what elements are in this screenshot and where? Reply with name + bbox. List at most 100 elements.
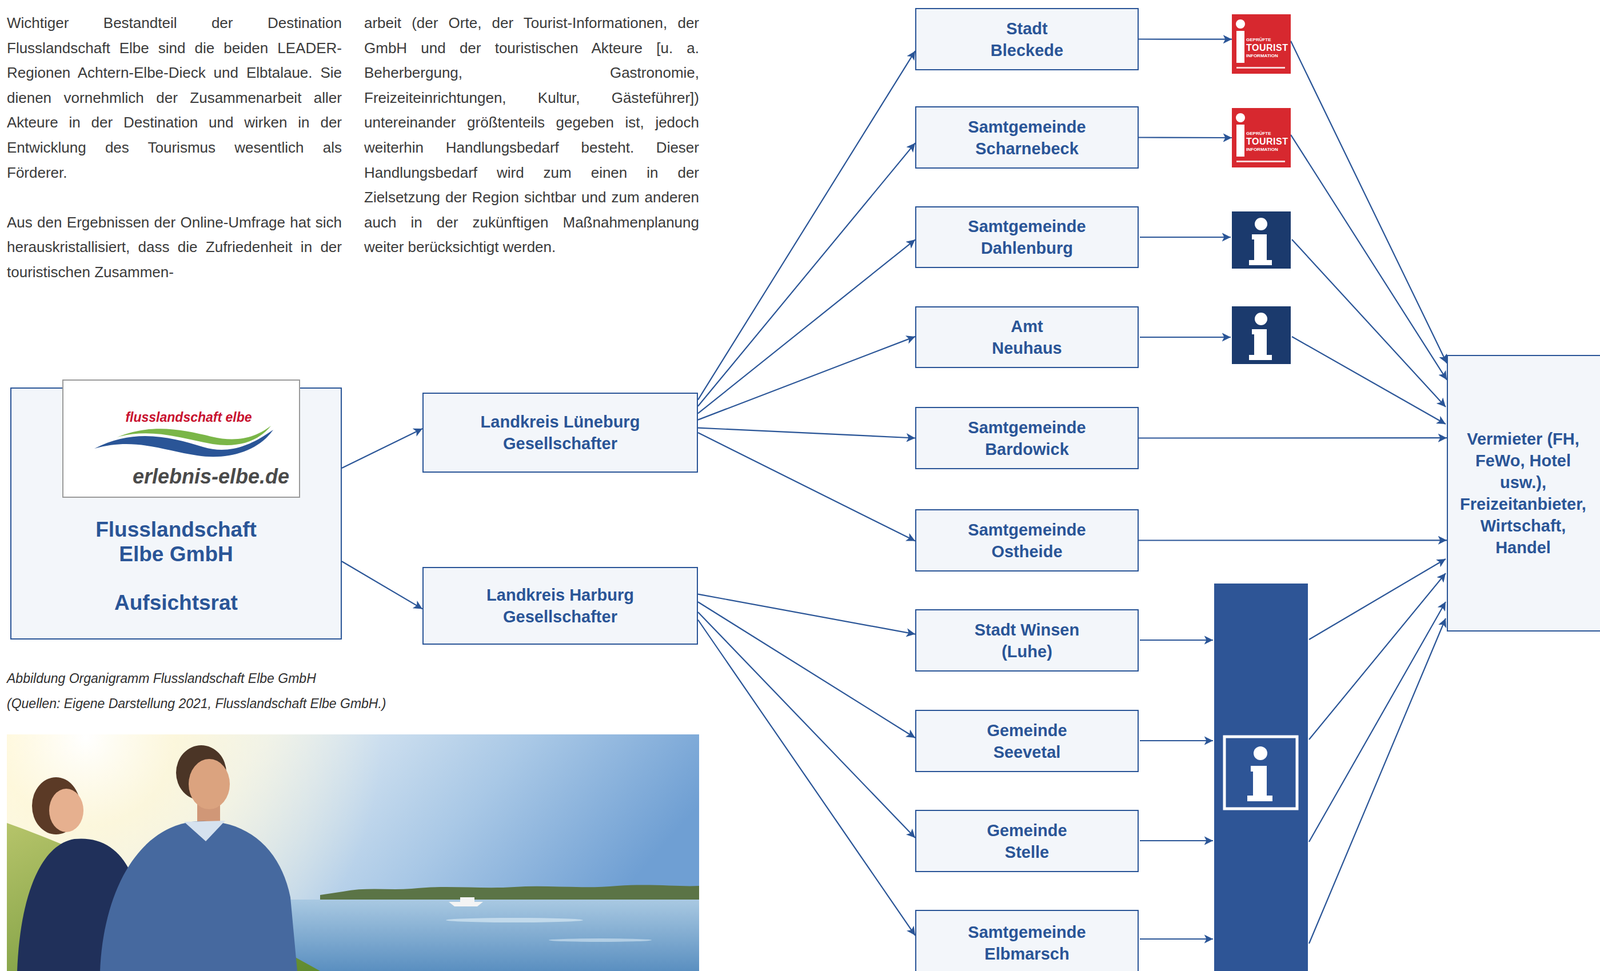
tourist-info-symbol (1235, 113, 1246, 123)
org-connector (697, 432, 916, 542)
info-arrow (1139, 938, 1214, 940)
body-text: Wichtiger Bestandteil der Destination Fl… (6, 10, 342, 186)
org-connector (697, 336, 916, 421)
photo-sky (6, 734, 700, 971)
photo-woman (32, 777, 81, 835)
info-icon (1249, 329, 1272, 361)
info-icon (1231, 211, 1291, 269)
info-arrow (1139, 740, 1214, 742)
target-box: Vermieter (FH, FeWo, Hotel usw.), Freize… (1446, 354, 1600, 632)
info-arrow (1139, 236, 1231, 238)
box-label: Samtgemeinde Elbmarsch (967, 921, 1086, 965)
photo-grass (6, 823, 321, 971)
box-label: Amt Neuhaus (991, 315, 1062, 359)
badge-text: GEPRÜFTE (1246, 130, 1291, 137)
tourist-info-symbol (1236, 66, 1286, 69)
box-label: Stadt Winsen (Luhe) (958, 619, 1096, 663)
logo-swoosh (94, 425, 274, 457)
box-label: Samtgemeinde Scharnebeck (967, 116, 1086, 160)
tourist-info-symbol (1235, 113, 1286, 163)
municipality-box: Samtgemeinde Dahlenburg (915, 206, 1139, 269)
tourist-info-symbol (1236, 30, 1245, 63)
box-label: Stadt Bleckede (990, 17, 1064, 62)
box-label: Aufsichtsrat (114, 590, 238, 616)
info-icon (1247, 765, 1273, 802)
org-connector (697, 50, 916, 400)
info-icon (1254, 312, 1268, 326)
info-icon (1231, 211, 1291, 269)
municipality-box: Gemeinde Stelle (915, 810, 1139, 873)
badge-text: GEPRÜFTE (1246, 37, 1291, 43)
info-arrow (1139, 237, 1446, 944)
info-icon (1224, 736, 1298, 809)
info-icon (1249, 234, 1272, 266)
logo-swoosh (117, 425, 271, 446)
district-box: Landkreis Lüneburg Gesellschafter (422, 392, 698, 473)
box-label: Landkreis Harburg Gesellschafter (457, 584, 664, 628)
info-arrow (1309, 573, 1446, 740)
box-label: Gemeinde Seevetal (986, 719, 1067, 764)
info-arrow (1139, 840, 1214, 842)
logo-swoosh (94, 429, 274, 457)
info-arrow (1291, 336, 1446, 425)
info-icon (1224, 736, 1298, 809)
photo-man (176, 745, 227, 801)
org-connector (697, 620, 916, 936)
photo-glitter (548, 938, 652, 943)
box-label: Flusslandschaft Elbe GmbH (81, 517, 271, 567)
org-connector (341, 428, 423, 469)
org-connector (1290, 134, 1447, 381)
logo-box: flusslandschaft elbe erlebnis-elbe.de (62, 379, 301, 498)
box-label: Samtgemeinde Bardowick (967, 416, 1086, 461)
text-column: Wichtiger Bestandteil der Destination Fl… (6, 10, 342, 286)
org-connector (697, 612, 916, 839)
municipality-box: Gemeinde Seevetal (915, 709, 1139, 773)
org-connector (1138, 136, 1232, 139)
photo-man (100, 821, 298, 971)
figure-caption: Abbildung Organigramm Flusslandschaft El… (6, 665, 387, 692)
info-band (1214, 583, 1308, 971)
tourist-info-symbol (1235, 19, 1246, 29)
photo-woman (17, 838, 143, 971)
body-text: Aus den Ergebnissen der Online-Umfrage h… (6, 210, 342, 286)
municipality-box: Samtgemeinde Elbmarsch (915, 910, 1139, 971)
tourist-info-symbol (1236, 160, 1286, 163)
municipality-box: Amt Neuhaus (915, 306, 1139, 369)
photo-man (188, 759, 230, 810)
box-label: Gemeinde Stelle (986, 819, 1067, 864)
photo-man (197, 803, 221, 827)
municipality-box: Samtgemeinde Ostheide (915, 509, 1139, 572)
badge-text: TOURIST (1246, 42, 1291, 54)
org-connector (1138, 539, 1447, 541)
caption-block: Abbildung Organigramm Flusslandschaft El… (6, 665, 387, 717)
box-label: Samtgemeinde Dahlenburg (967, 215, 1086, 259)
logo-text: erlebnis-elbe.de (122, 464, 299, 490)
info-arrow (1291, 239, 1446, 408)
org-connector (341, 561, 423, 609)
municipality-box: Stadt Bleckede (915, 8, 1139, 71)
municipality-box: Stadt Winsen (Luhe) (915, 609, 1139, 672)
company-box: Flusslandschaft Elbe GmbH Aufsichtsrat flu… (10, 387, 342, 640)
info-arrow (1309, 618, 1446, 944)
logo-text: flusslandschaft elbe (94, 409, 283, 425)
photo-sun-glow (6, 734, 700, 971)
info-arrow (1139, 336, 1231, 338)
photo-man (184, 820, 226, 842)
box-label: Samtgemeinde Ostheide (967, 519, 1086, 563)
info-arrow (1309, 559, 1446, 640)
org-connector (697, 142, 916, 407)
photo-river (6, 899, 700, 971)
org-connector (697, 594, 916, 635)
photo-boat (448, 897, 484, 907)
tourist-info-symbol (1236, 124, 1245, 157)
info-icon (1254, 217, 1268, 231)
tourist-info-badge: GEPRÜFTETOURISTINFORMATION (1231, 108, 1291, 168)
org-connector (1138, 437, 1447, 439)
municipality-box: Samtgemeinde Scharnebeck (915, 106, 1139, 169)
org-connector (1290, 41, 1447, 364)
box-label: Vermieter (FH, FeWo, Hotel usw.), Freize… (1453, 428, 1594, 559)
district-box: Landkreis Harburg Gesellschafter (422, 567, 698, 645)
org-connector (697, 428, 916, 439)
municipality-box: Samtgemeinde Bardowick (915, 407, 1139, 470)
